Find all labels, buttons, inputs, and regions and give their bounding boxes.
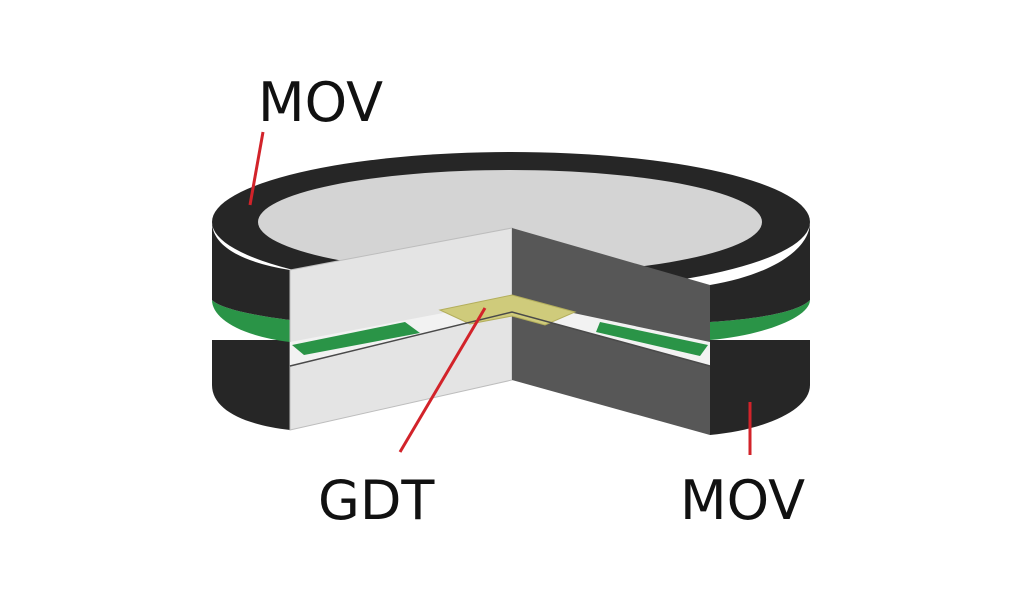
inner-green-left xyxy=(292,322,420,355)
inner-green-right xyxy=(596,322,708,356)
mov-top-label: MOV xyxy=(258,71,384,134)
upper-electrode-top-surface xyxy=(258,170,762,274)
lower-cut-face-edge xyxy=(289,311,711,367)
leader-line-mov-top xyxy=(248,131,265,206)
lower-mov-body-right xyxy=(710,340,810,435)
green-separator-right xyxy=(710,300,810,340)
leader-line-gdt xyxy=(398,307,487,453)
upper-mov-body-left xyxy=(212,222,290,320)
green-separator-left xyxy=(212,300,290,342)
gdt-element xyxy=(438,294,577,326)
lower-mov-body xyxy=(212,340,290,430)
upper-mov-body-right xyxy=(710,222,810,322)
gdt-label: GDT xyxy=(318,469,435,532)
mov-bottom-label: MOV xyxy=(680,469,806,532)
